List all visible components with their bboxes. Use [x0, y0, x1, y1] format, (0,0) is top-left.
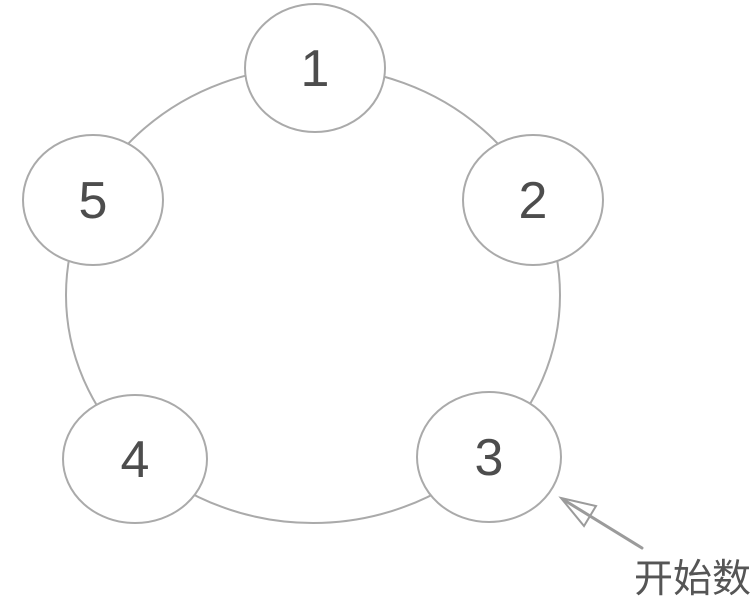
start-pointer-arrow — [558, 496, 644, 550]
node-2: 2 — [462, 134, 604, 266]
node-3-circle — [416, 391, 562, 523]
node-3-label: 3 — [475, 429, 504, 487]
arrow-shaft — [562, 498, 644, 550]
node-4-circle — [62, 394, 208, 524]
node-1-label: 1 — [301, 40, 330, 98]
node-5-circle — [22, 134, 164, 266]
node-3: 3 — [416, 391, 562, 523]
node-1-circle — [244, 3, 386, 133]
node-4: 4 — [62, 394, 208, 524]
node-2-label: 2 — [519, 172, 548, 230]
node-5-label: 5 — [79, 172, 108, 230]
node-5: 5 — [22, 134, 164, 266]
node-4-label: 4 — [121, 431, 150, 489]
annotation-label: 开始数 — [634, 557, 751, 602]
node-2-circle — [462, 134, 604, 266]
node-1: 1 — [244, 3, 386, 133]
